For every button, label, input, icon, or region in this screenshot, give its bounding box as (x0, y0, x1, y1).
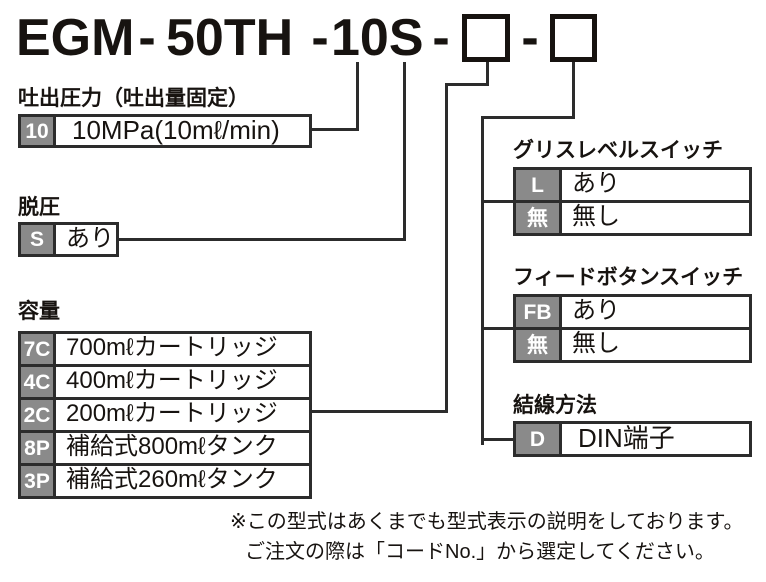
value-cell: 400mℓカートリッジ (53, 364, 312, 400)
table-row: 8P 補給式800mℓタンク (18, 430, 312, 466)
model-segment-pressure: 10S (331, 9, 424, 67)
model-separator: - (432, 9, 450, 67)
pressure-table: 10 10MPa(10mℓ/min) (18, 114, 312, 148)
decompression-table: S あり (18, 222, 119, 257)
code-cell: FB (513, 294, 562, 330)
value-cell: あり (53, 222, 119, 257)
value-cell: DIN端子 (559, 421, 752, 457)
model-segment-unit: 50TH (166, 9, 294, 67)
value-cell: 無し (559, 327, 752, 363)
table-row: S あり (18, 222, 119, 257)
code-cell: D (513, 421, 562, 457)
code-cell: 8P (18, 430, 56, 466)
value-cell: 補給式800mℓタンク (53, 430, 312, 466)
decompression-heading: 脱圧 (18, 196, 60, 219)
code-cell: 2C (18, 397, 56, 433)
footnote-line-2: ご注文の際は「コードNo.」から選定してください。 (245, 541, 715, 563)
value-cell: あり (559, 167, 752, 203)
connector-decompression-vertical (403, 62, 406, 241)
connector-feed-button-branch (484, 327, 513, 330)
code-cell: 3P (18, 463, 56, 499)
value-cell: あり (559, 294, 752, 330)
value-cell: 無し (559, 200, 752, 236)
connector-grease-level-branch (484, 200, 513, 203)
grease-level-switch-table: L あり 無 無し (513, 167, 752, 236)
table-row: 7C 700mℓカートリッジ (18, 331, 312, 367)
feed-button-switch-heading: フィードボタンスイッチ (513, 266, 744, 289)
model-placeholder-box-1 (462, 14, 510, 62)
connector-box2-stub (572, 62, 575, 119)
connector-box1-stub (486, 62, 489, 86)
table-row: L あり (513, 167, 752, 203)
connector-pressure-horizontal (312, 128, 359, 131)
grease-level-switch-heading: グリスレベルスイッチ (513, 139, 723, 162)
code-cell: S (18, 222, 56, 257)
table-row: 10 10MPa(10mℓ/min) (18, 114, 312, 148)
value-cell: 700mℓカートリッジ (53, 331, 312, 367)
value-cell: 200mℓカートリッジ (53, 397, 312, 433)
connector-capacity-vertical (445, 83, 448, 413)
code-cell: 10 (18, 114, 56, 148)
code-cell: L (513, 167, 562, 203)
footnote: ※この型式はあくまでも型式表示の説明をしております。 ご注文の際は「コードNo.… (230, 507, 744, 567)
capacity-table: 7C 700mℓカートリッジ 4C 400mℓカートリッジ 2C 200mℓカー… (18, 331, 312, 499)
table-row: 無 無し (513, 327, 752, 363)
table-row: 4C 400mℓカートリッジ (18, 364, 312, 400)
code-cell: 無 (513, 327, 562, 363)
connector-wiring-branch (484, 438, 513, 441)
model-separator: - (138, 9, 156, 67)
model-separator: - (311, 9, 329, 67)
wiring-method-table: D DIN端子 (513, 421, 752, 457)
footnote-line-1: ※この型式はあくまでも型式表示の説明をしております。 (230, 511, 744, 533)
connector-box1-elbow (445, 83, 489, 86)
feed-button-switch-table: FB あり 無 無し (513, 294, 752, 363)
code-cell: 4C (18, 364, 56, 400)
wiring-method-heading: 結線方法 (513, 394, 597, 417)
connector-capacity-horizontal (312, 410, 448, 413)
table-row: 2C 200mℓカートリッジ (18, 397, 312, 433)
model-placeholder-box-2 (550, 14, 597, 62)
connector-box2-elbow (481, 116, 575, 119)
value-cell: 補給式260mℓタンク (53, 463, 312, 499)
code-cell: 無 (513, 200, 562, 236)
model-separator: - (521, 9, 539, 67)
table-row: 無 無し (513, 200, 752, 236)
connector-decompression-horizontal (118, 238, 406, 241)
code-cell: 7C (18, 331, 56, 367)
model-segment-series: EGM (16, 9, 135, 67)
connector-options-vertical (481, 116, 484, 445)
capacity-heading: 容量 (18, 300, 60, 323)
pressure-heading: 吐出圧力（吐出量固定） (18, 87, 249, 110)
table-row: FB あり (513, 294, 752, 330)
table-row: D DIN端子 (513, 421, 752, 457)
table-row: 3P 補給式260mℓタンク (18, 463, 312, 499)
value-cell: 10MPa(10mℓ/min) (53, 114, 312, 148)
connector-pressure-vertical (356, 62, 359, 131)
